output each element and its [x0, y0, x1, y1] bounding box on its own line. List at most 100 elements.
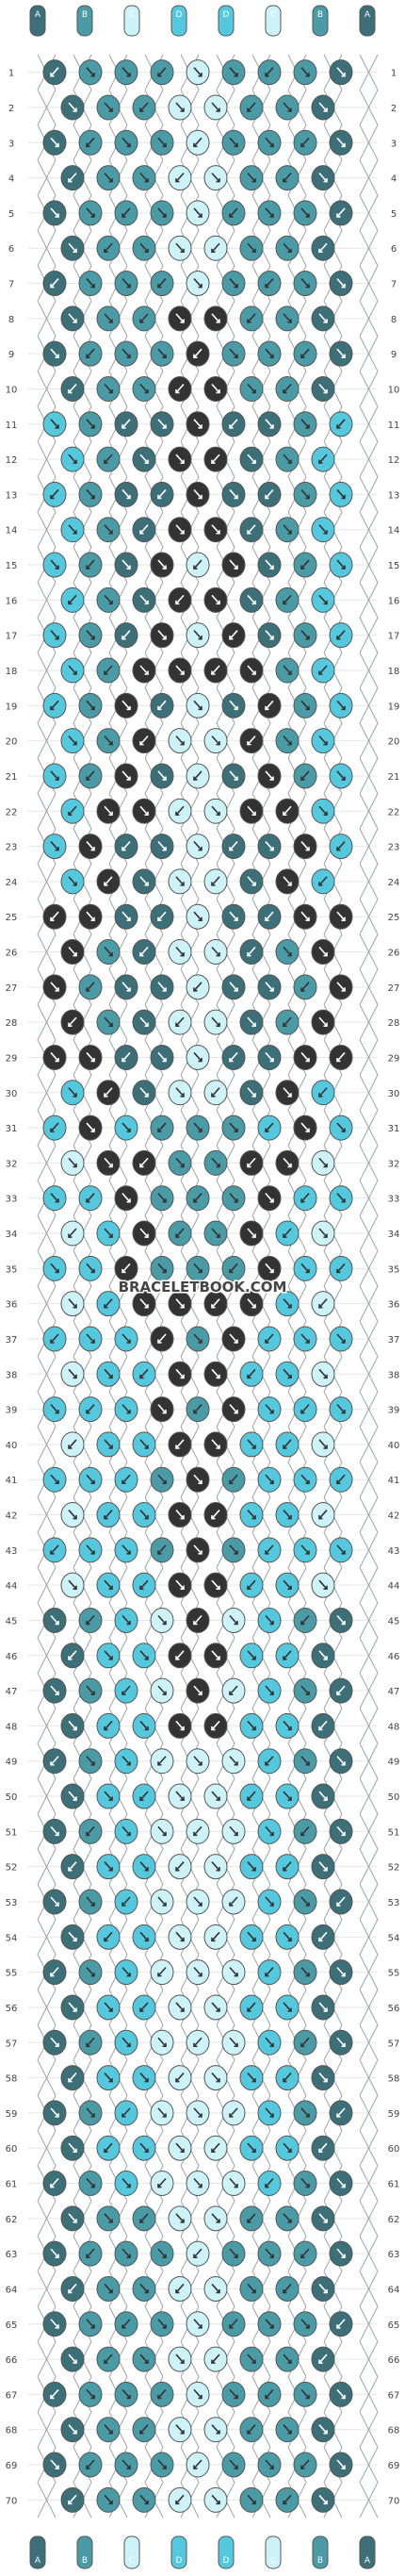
row-number-right: 29 [388, 1053, 400, 1064]
knot-arrow-icon [68, 1157, 77, 1167]
row-number-left: 43 [6, 1546, 18, 1557]
knot-arrow-head-icon [216, 1022, 220, 1027]
knot-arrow-head-icon [86, 1831, 90, 1837]
knot-arrow-head-icon [341, 1410, 346, 1414]
knot-arrow-head-icon [247, 530, 251, 535]
row-number-left: 70 [6, 2496, 18, 2506]
knot-arrow-head-icon [198, 847, 202, 851]
row-number-right: 66 [388, 2355, 400, 2366]
knot-arrow-icon [193, 1685, 202, 1695]
knot-arrow-head-icon [305, 636, 310, 640]
knot-arrow-icon [193, 207, 202, 218]
string-segment [359, 90, 379, 125]
knot-arrow-head-icon [269, 354, 274, 358]
knot-arrow-head-icon [55, 1691, 59, 1695]
knot-arrow-head-icon [193, 565, 198, 570]
knot-arrow-head-icon [300, 1198, 305, 1203]
knot-arrow-icon [283, 1439, 292, 1449]
knot-arrow-icon [157, 982, 167, 992]
knot-arrow-icon [283, 2002, 292, 2012]
knot-arrow-head-icon [300, 1620, 305, 1626]
knot-arrow-icon [300, 2248, 310, 2258]
knot-arrow-icon [265, 1051, 274, 1062]
knot-arrow-head-icon [300, 2254, 305, 2258]
knot-arrow-head-icon [122, 2324, 126, 2329]
knot-arrow-icon [104, 1791, 113, 1801]
knot-arrow-icon [86, 2388, 95, 2399]
knot-arrow-head-icon [216, 178, 220, 183]
knot-arrow-icon [318, 1016, 328, 1027]
knot-arrow-head-icon [68, 1022, 73, 1027]
knot-arrow-head-icon [198, 1973, 202, 1977]
knot-arrow-head-icon [265, 2394, 269, 2400]
knot-arrow-head-icon [300, 2465, 305, 2469]
knot-arrow-icon [211, 1298, 220, 1309]
knot-arrow-icon [68, 1861, 77, 1872]
knot-arrow-icon [68, 313, 77, 323]
knot-arrow-icon [300, 1967, 310, 1977]
knot-arrow-head-icon [180, 2148, 185, 2153]
knot-arrow-head-icon [180, 1304, 185, 1309]
knot-arrow-icon [229, 982, 238, 992]
knot-arrow-icon [175, 594, 185, 604]
knot-arrow-icon [86, 348, 95, 358]
knot-arrow-icon [86, 2037, 95, 2047]
knot-arrow-icon [300, 1193, 310, 1203]
knot-arrow-head-icon [86, 1620, 90, 1626]
knot-arrow-head-icon [265, 494, 269, 500]
strand-label-top: D [176, 10, 183, 20]
knot-arrow-icon [50, 1544, 59, 1555]
knot-arrow-icon [336, 982, 346, 992]
knot-arrow-head-icon [55, 2254, 59, 2258]
knot-arrow-icon [336, 2248, 346, 2258]
knot-arrow-icon [139, 1720, 149, 1730]
knot-arrow-icon [283, 1720, 292, 1730]
knot-arrow-head-icon [86, 565, 90, 570]
knot-arrow-head-icon [73, 107, 77, 112]
row-number-right: 17 [388, 632, 400, 642]
string-segment [37, 300, 57, 337]
knot-arrow-icon [139, 2283, 149, 2293]
knot-arrow-head-icon [180, 2359, 185, 2364]
row-number-right: 13 [388, 490, 400, 501]
knot-arrow-head-icon [68, 1233, 73, 1238]
knot-arrow-icon [336, 1544, 346, 1555]
string-segment [37, 1356, 57, 1393]
knot-arrow-icon [50, 67, 59, 77]
knot-arrow-head-icon [287, 1726, 292, 1731]
knot-arrow-icon [193, 488, 202, 499]
string-segment [37, 1708, 57, 1744]
knot-arrow-icon [283, 1228, 292, 1238]
knot-arrow-icon [229, 2388, 238, 2399]
string-segment [37, 1004, 57, 1041]
knot-arrow-icon [104, 173, 113, 183]
knot-arrow-icon [211, 313, 220, 323]
knot-arrow-head-icon [122, 424, 126, 429]
row-number-left: 48 [6, 1722, 18, 1732]
row-number-left: 36 [6, 1300, 18, 1311]
knot-arrow-head-icon [55, 1620, 59, 1626]
knot-arrow-icon [193, 419, 202, 429]
string-segment [359, 2024, 379, 2061]
string-segment [359, 899, 379, 935]
knot-arrow-icon [211, 2494, 220, 2504]
string-segment [359, 1427, 379, 1462]
knot-arrow-head-icon [104, 1515, 108, 1520]
knot-arrow-head-icon [144, 1937, 149, 1942]
knot-arrow-head-icon [198, 1128, 202, 1132]
knot-arrow-head-icon [157, 2184, 162, 2188]
row-number-right: 31 [388, 1124, 400, 1134]
string-segment [37, 441, 57, 477]
knot-arrow-icon [50, 1333, 59, 1344]
knot-arrow-head-icon [55, 987, 59, 992]
row-number-left: 69 [6, 2461, 18, 2471]
row-number-right: 21 [388, 772, 400, 783]
knot-arrow-icon [139, 2002, 149, 2012]
knot-arrow-head-icon [323, 2288, 328, 2294]
knot-arrow-head-icon [180, 1585, 185, 1590]
row-number-right: 43 [388, 1546, 400, 1557]
string-segment [359, 1673, 379, 1709]
knot-arrow-icon [300, 2459, 310, 2469]
knot-arrow-head-icon [90, 2324, 95, 2329]
row-number-left: 38 [6, 1370, 18, 1380]
